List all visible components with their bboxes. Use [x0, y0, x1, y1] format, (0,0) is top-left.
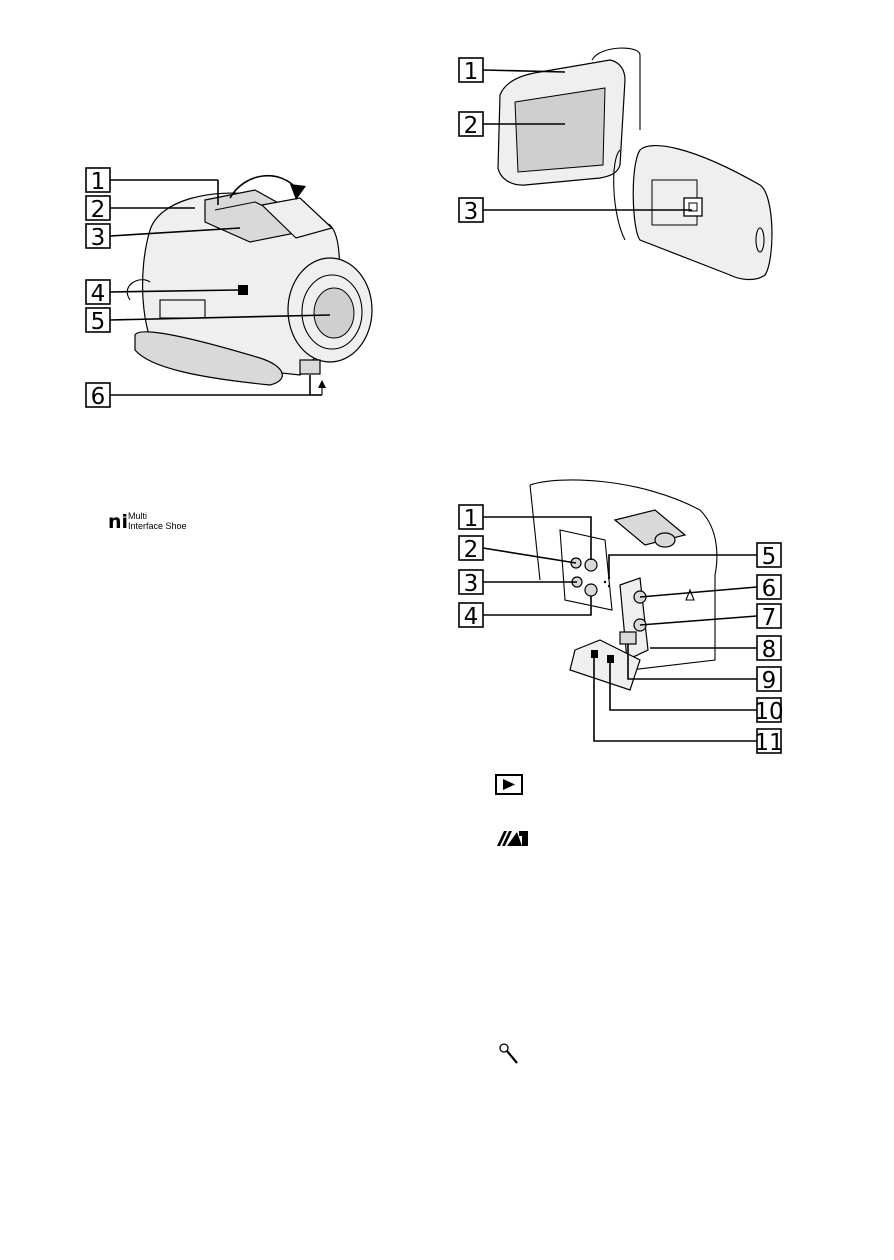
svg-text:3: 3	[91, 225, 106, 251]
svg-text:3: 3	[464, 199, 479, 225]
svg-text:5: 5	[91, 309, 106, 335]
svg-text:2: 2	[464, 113, 479, 139]
svg-text:9: 9	[762, 668, 777, 694]
scene-selection-icon	[497, 831, 528, 846]
callout-7: 7	[640, 604, 781, 631]
svg-text:2: 2	[464, 537, 479, 563]
svg-text:6: 6	[91, 384, 106, 410]
svg-text:3: 3	[464, 571, 479, 597]
svg-text:Multi: Multi	[128, 511, 147, 521]
svg-text:1: 1	[464, 506, 479, 532]
tip-magnifier-icon	[500, 1044, 517, 1063]
multi-interface-shoe-logo: ni Multi Interface Shoe	[108, 511, 187, 533]
svg-text:2: 2	[91, 197, 106, 223]
camcorder-front-illustration: 1 2 3 4 5 6	[86, 168, 372, 410]
callout-5: 5	[609, 543, 781, 578]
svg-text:1: 1	[464, 59, 479, 85]
svg-text:7: 7	[762, 605, 777, 631]
svg-text:11: 11	[754, 730, 783, 756]
callout-6: 6	[86, 375, 322, 410]
svg-text:4: 4	[464, 604, 479, 630]
callout-3: 3	[459, 570, 577, 597]
svg-text:8: 8	[762, 637, 777, 663]
svg-text:Interface Shoe: Interface Shoe	[128, 521, 187, 531]
svg-text:4: 4	[91, 281, 106, 307]
svg-text:10: 10	[754, 699, 783, 725]
lcd-monitor-illustration: 1 2 3	[459, 48, 772, 280]
callout-6: 6	[640, 575, 781, 602]
side-jacks-illustration: 1 2 3 4 5 6 7	[459, 480, 784, 756]
play-button-icon	[496, 775, 522, 794]
callout-2: 2	[459, 536, 576, 563]
svg-text:5: 5	[762, 544, 777, 570]
svg-text:ni: ni	[108, 511, 128, 533]
svg-text:6: 6	[762, 576, 777, 602]
svg-text:1: 1	[91, 169, 106, 195]
